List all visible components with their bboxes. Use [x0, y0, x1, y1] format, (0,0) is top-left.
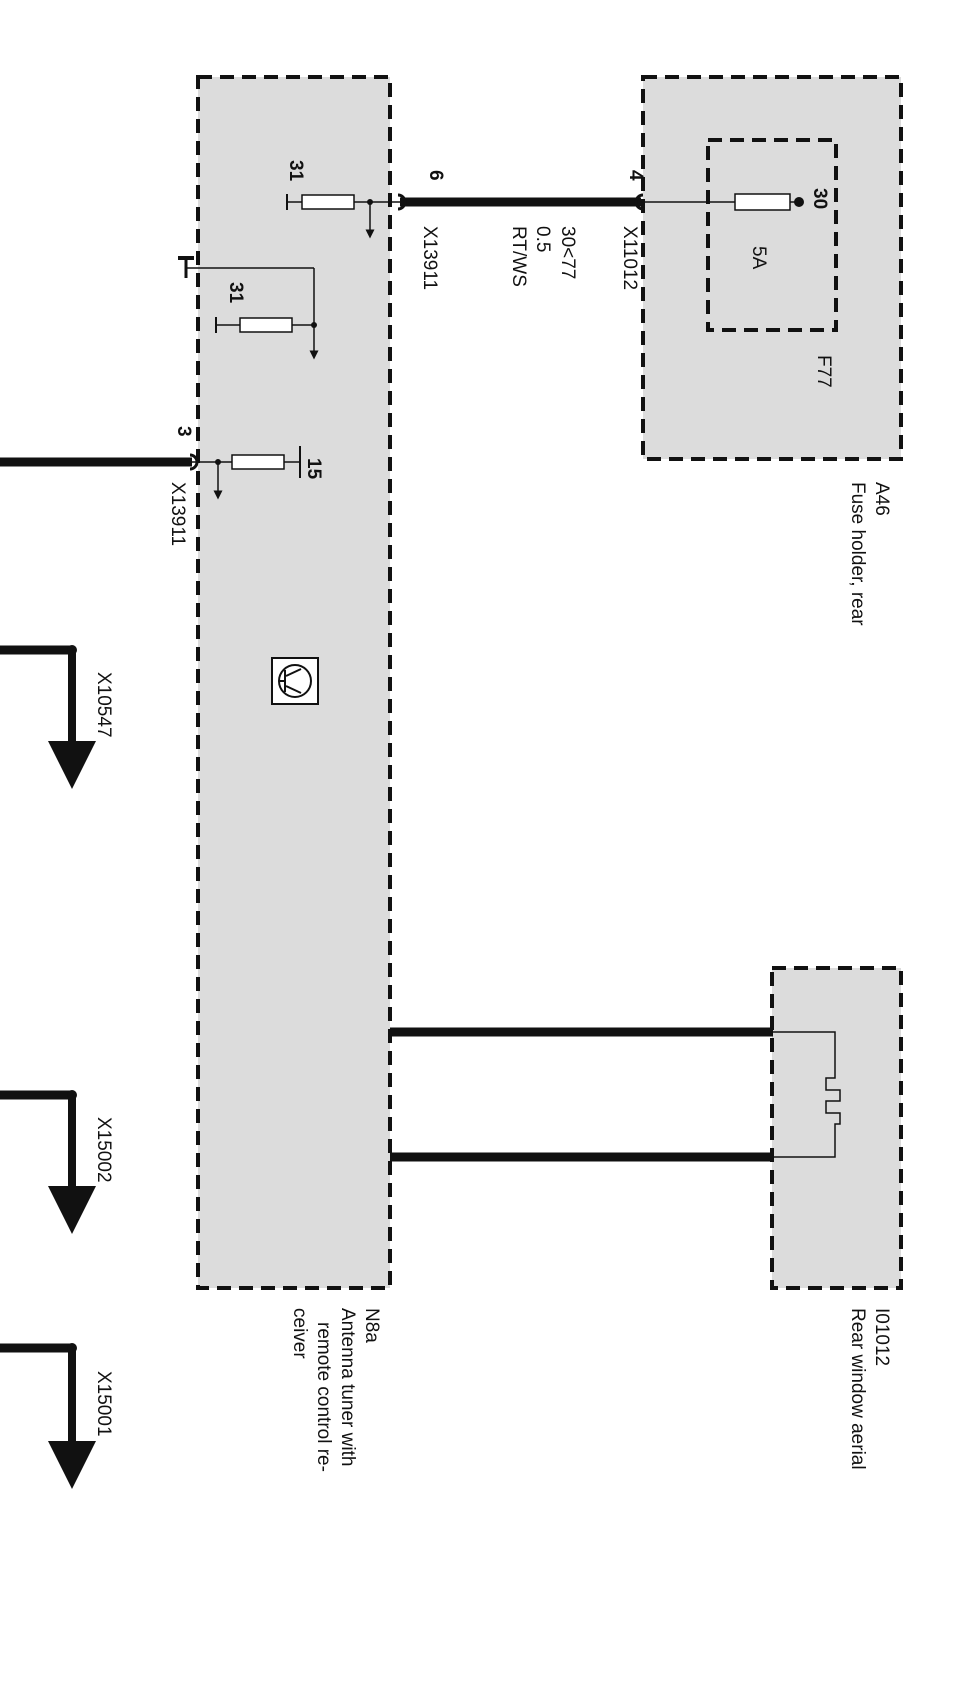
terminal-15: 15	[303, 458, 324, 480]
fuse-terminal-label: 30	[809, 188, 830, 209]
fuse-rating: 5A	[748, 246, 769, 270]
connector-x13911-upper-id: X13911	[419, 226, 440, 290]
aerial-heater-grid-icon	[773, 1031, 841, 1158]
fuse-f77-element	[734, 193, 791, 211]
continuation-x15001-label: X15001	[93, 1371, 114, 1437]
tuner-name-line-1: Antenna tuner with	[337, 1308, 358, 1466]
fuse-f77-box	[706, 138, 838, 332]
wire-fuse-circuit: 30<77	[557, 226, 578, 279]
connector-pins	[189, 193, 644, 471]
ignition-resistor	[192, 446, 301, 500]
ground-resistor-upper	[286, 194, 400, 239]
connector-x13911-lower-id: X13911	[167, 482, 188, 546]
connector-x11012-id: X11012	[619, 226, 640, 290]
wire-cross-section: 0.5	[532, 226, 553, 252]
aerial-id: I01012	[871, 1308, 892, 1366]
connector-x13911-pin3-label: 3	[173, 426, 194, 437]
connector-x11012-pin4	[634, 193, 644, 211]
terminal-31-upper: 31	[285, 160, 306, 182]
terminal-31-middle: 31	[225, 282, 246, 304]
fuse-holder-a46	[638, 75, 903, 461]
tuner-name-line-2: remote control re-	[313, 1322, 334, 1472]
rear-window-aerial	[770, 966, 903, 1290]
antenna-tuner-n8a	[178, 75, 400, 1290]
tuner-id: N8a	[361, 1308, 382, 1343]
continuation-x15002	[0, 1090, 96, 1234]
aerial-name: Rear window aerial	[847, 1308, 868, 1470]
fuse-id: F77	[813, 355, 834, 388]
connector-x11012-pin-label: 4	[625, 170, 646, 181]
continuation-x15001	[0, 1343, 96, 1489]
continuation-x15002-label: X15002	[93, 1117, 114, 1183]
connector-x13911-pin3	[189, 453, 199, 471]
wires	[0, 197, 773, 1162]
continuation-x10547	[0, 645, 96, 789]
tuner-name-line-3: ceiver	[289, 1308, 310, 1359]
wire-color-code: RT/WS	[508, 226, 529, 287]
connector-x13911-pin6	[397, 193, 407, 211]
fuse-holder-id: A46	[871, 482, 892, 516]
ground-resistor-middle	[178, 256, 319, 360]
transistor-icon	[271, 657, 319, 705]
fuse-terminal-dot	[794, 197, 804, 207]
fuse-holder-name: Fuse holder, rear	[847, 482, 868, 626]
connector-x13911-pin6-label: 6	[425, 170, 446, 181]
continuation-x10547-label: X10547	[93, 672, 114, 738]
